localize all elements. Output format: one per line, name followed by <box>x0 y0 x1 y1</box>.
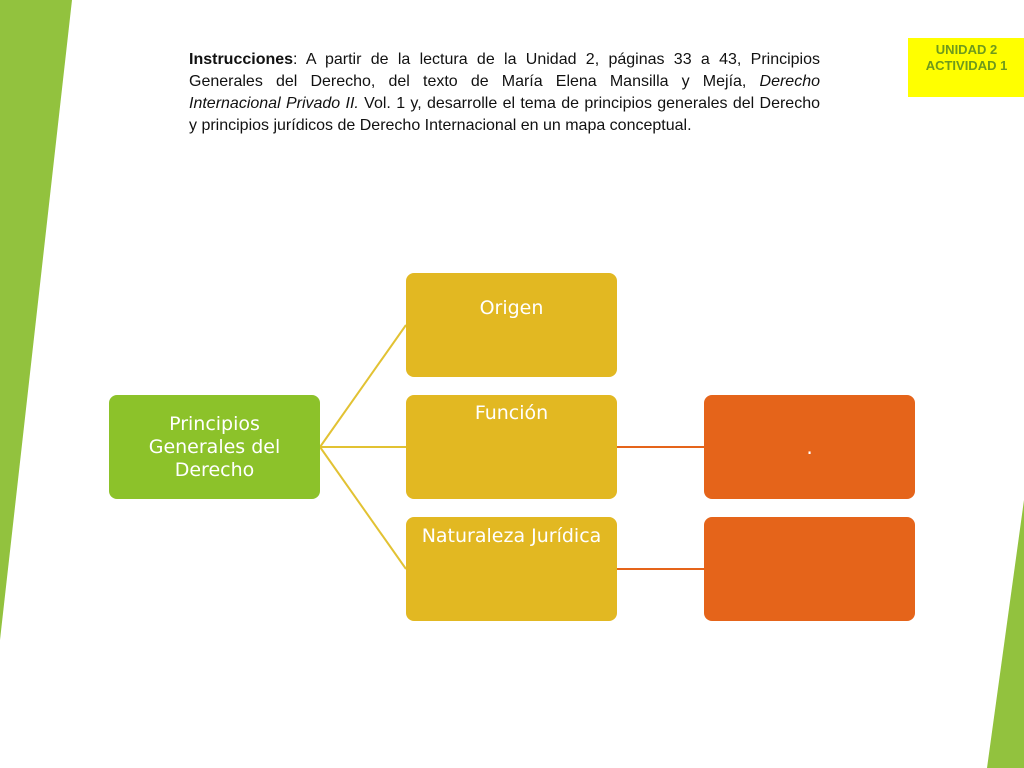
activity-label: ACTIVIDAD 1 <box>925 58 1008 73</box>
branch-node-label: Función <box>474 402 549 424</box>
unit-activity-badge: UNIDAD 2 ACTIVIDAD 1 <box>908 38 1024 97</box>
unit-label: UNIDAD 2 <box>935 42 998 57</box>
right-green-stripe <box>987 500 1024 768</box>
left-green-stripe <box>0 0 72 640</box>
book-title: Derecho Internacional Privado II. <box>189 73 820 112</box>
root-node-label: Principios Generales del Derecho <box>148 412 281 481</box>
detail-node-label: . <box>806 434 813 459</box>
connector-root-origen <box>319 324 407 448</box>
connector-root-naturaleza <box>319 446 407 570</box>
detail-node-naturaleza-juridica <box>704 517 915 621</box>
branch-node-label: Naturaleza Jurídica <box>421 525 602 547</box>
instructions-label: Instrucciones <box>189 51 294 68</box>
instructions-part-2: Vol. 1 y, desarrolle el tema de principi… <box>189 95 821 134</box>
detail-node-funcion: . <box>704 395 915 499</box>
branch-node-label: Origen <box>479 297 544 319</box>
branch-node-naturaleza-juridica: Naturaleza Jurídica <box>406 517 617 621</box>
branch-node-funcion: Función <box>406 395 617 499</box>
root-node-principios-generales: Principios Generales del Derecho <box>109 395 320 499</box>
instructions-text: Instrucciones: A partir de la lectura de… <box>189 49 820 137</box>
branch-node-origen: Origen <box>406 273 617 377</box>
instructions-part-1: : A partir de la lectura de la Unidad 2,… <box>189 51 820 90</box>
